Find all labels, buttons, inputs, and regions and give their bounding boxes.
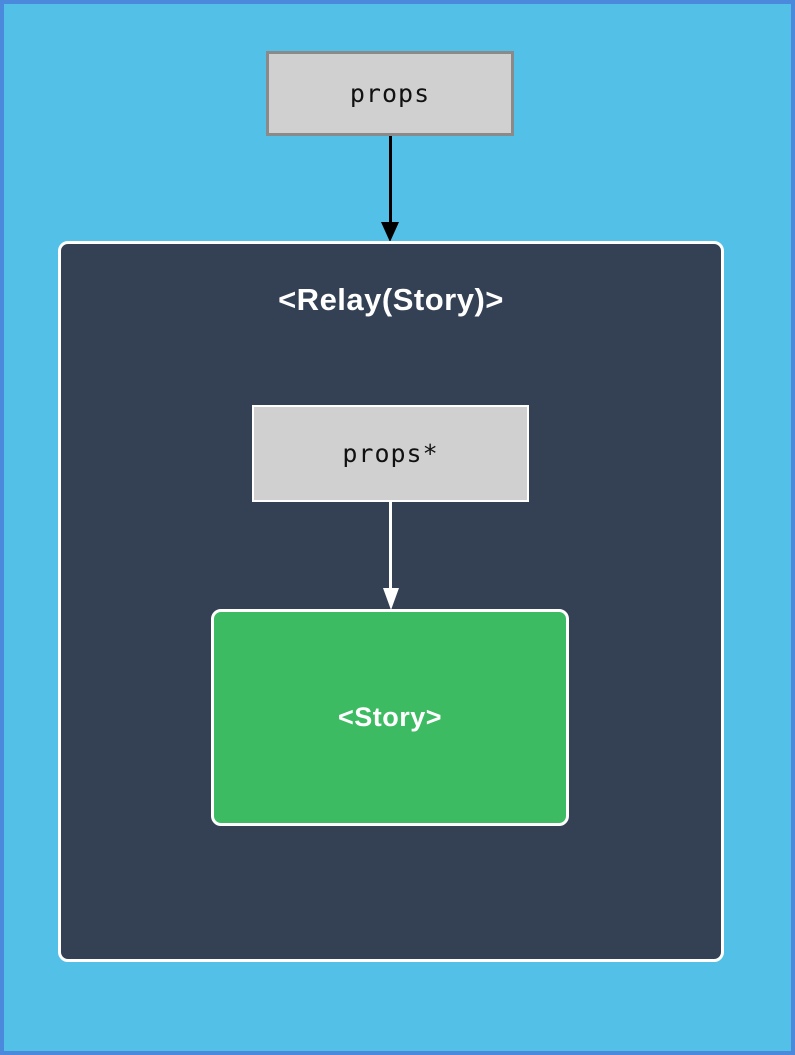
story-box: <Story>	[211, 609, 569, 826]
relay-story-title: <Relay(Story)>	[278, 282, 504, 317]
black-arrow-head	[381, 222, 399, 242]
story-label: <Story>	[337, 702, 443, 732]
white-arrow-line	[389, 502, 392, 589]
props-box: props	[266, 51, 514, 136]
black-arrow-line	[389, 136, 392, 223]
props-star-box: props*	[252, 405, 529, 502]
props-label: props	[349, 79, 431, 108]
props-star-label: props*	[342, 439, 439, 468]
white-arrow-head	[383, 588, 399, 610]
